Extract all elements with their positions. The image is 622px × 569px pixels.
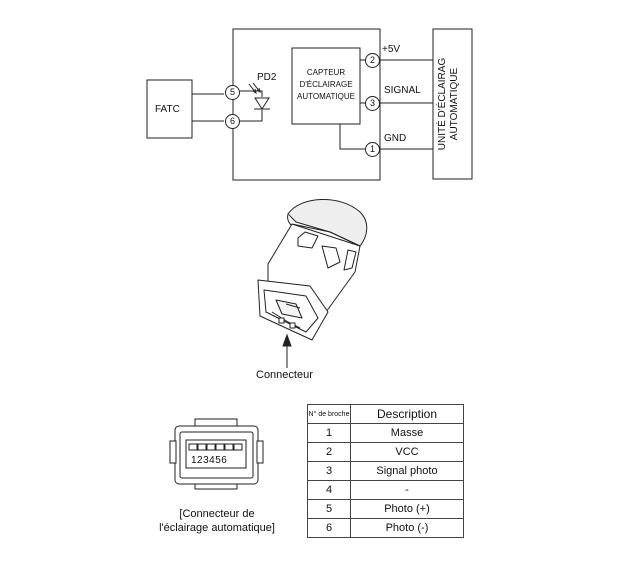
description-cell: Signal photo	[350, 461, 464, 481]
gnd-label: GND	[384, 133, 407, 144]
description-cell: Photo (+)	[350, 499, 464, 519]
unit-label-line-2: AUTOMATIQUE	[449, 67, 460, 141]
pin-number-header: N° de broche	[307, 404, 351, 424]
connector-pin-numbers: 123456	[191, 455, 228, 466]
auto-light-unit-box	[432, 28, 473, 180]
pin-number-cell: 4	[307, 480, 351, 500]
table-row: 1 Masse	[307, 423, 464, 443]
connector-caption-line-2: l'éclairage automatique]	[159, 522, 275, 534]
connector-caption-line-1: [Connecteur de	[179, 508, 255, 520]
pin-1: 1	[365, 142, 380, 157]
description-cell: VCC	[350, 442, 464, 462]
unit-label-line-1: UNITÉ D'ÉCLAIRAG	[437, 57, 448, 151]
fatc-label: FATC	[155, 104, 180, 115]
sensor-label: CAPTEUR D'ÉCLAIRAGE AUTOMATIQUE	[294, 67, 358, 103]
pd2-label: PD2	[257, 72, 277, 83]
photodiode-pd2-symbol	[248, 82, 270, 110]
connector-face	[169, 418, 264, 490]
description-cell: Photo (-)	[350, 518, 464, 538]
auto-light-sensor-illustration	[257, 199, 368, 341]
connector-caption: Connecteur	[256, 369, 313, 381]
pin-2: 2	[365, 53, 380, 68]
connector-arrow	[282, 333, 292, 368]
sensor-wires	[339, 59, 433, 150]
pin-6: 6	[225, 114, 240, 129]
fatc-box	[146, 79, 193, 139]
sensor-label-line-1: CAPTEUR	[306, 68, 346, 77]
table-row: 2 VCC	[307, 442, 464, 462]
pin-number-cell: 6	[307, 518, 351, 538]
fatc-wires	[192, 90, 263, 122]
plus5v-label: +5V	[382, 44, 401, 55]
pin-3: 3	[365, 96, 380, 111]
pin-number-cell: 2	[307, 442, 351, 462]
table-header-row: N° de broche Description	[307, 404, 464, 424]
connector-face-caption: [Connecteur de l'éclairage automatique]	[140, 507, 294, 535]
pin-number-cell: 5	[307, 499, 351, 519]
pin-5: 5	[225, 85, 240, 100]
sensor-label-line-2: D'ÉCLAIRAGE	[299, 80, 353, 89]
inner-sensor-box	[291, 47, 361, 125]
pin-number-cell: 3	[307, 461, 351, 481]
pin-description-table: N° de broche Description 1 Masse 2 VCC 3…	[307, 404, 464, 538]
table-row: 4 -	[307, 480, 464, 500]
signal-label: SIGNAL	[384, 85, 421, 96]
description-cell: -	[350, 480, 464, 500]
description-cell: Masse	[350, 423, 464, 443]
table-row: 3 Signal photo	[307, 461, 464, 481]
sensor-label-line-3: AUTOMATIQUE	[297, 92, 355, 101]
auto-light-unit-label: UNITÉ D'ÉCLAIRAG AUTOMATIQUE	[437, 34, 467, 174]
pin-number-cell: 1	[307, 423, 351, 443]
table-row: 6 Photo (-)	[307, 518, 464, 538]
description-header: Description	[350, 404, 464, 424]
table-row: 5 Photo (+)	[307, 499, 464, 519]
